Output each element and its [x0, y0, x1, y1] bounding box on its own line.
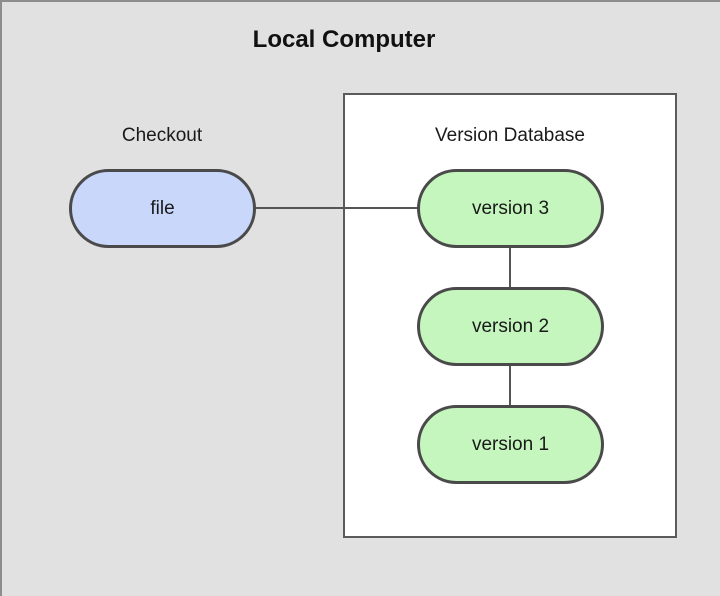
version-2-node: version 2: [417, 287, 604, 366]
version3-to-version2-connector: [509, 246, 511, 289]
version2-to-version1-connector: [509, 363, 511, 406]
file-node: file: [69, 169, 256, 248]
version-3-node: version 3: [417, 169, 604, 248]
version-3-label: version 3: [471, 197, 550, 219]
version-1-label: version 1: [471, 433, 550, 455]
checkout-label: Checkout: [121, 125, 203, 146]
file-node-label: file: [150, 197, 175, 219]
version-2-label: version 2: [471, 315, 550, 337]
version-1-node: version 1: [417, 405, 604, 484]
diagram-title: Local Computer: [252, 26, 436, 53]
file-to-version3-connector: [254, 207, 420, 209]
version-database-label: Version Database: [435, 125, 585, 146]
